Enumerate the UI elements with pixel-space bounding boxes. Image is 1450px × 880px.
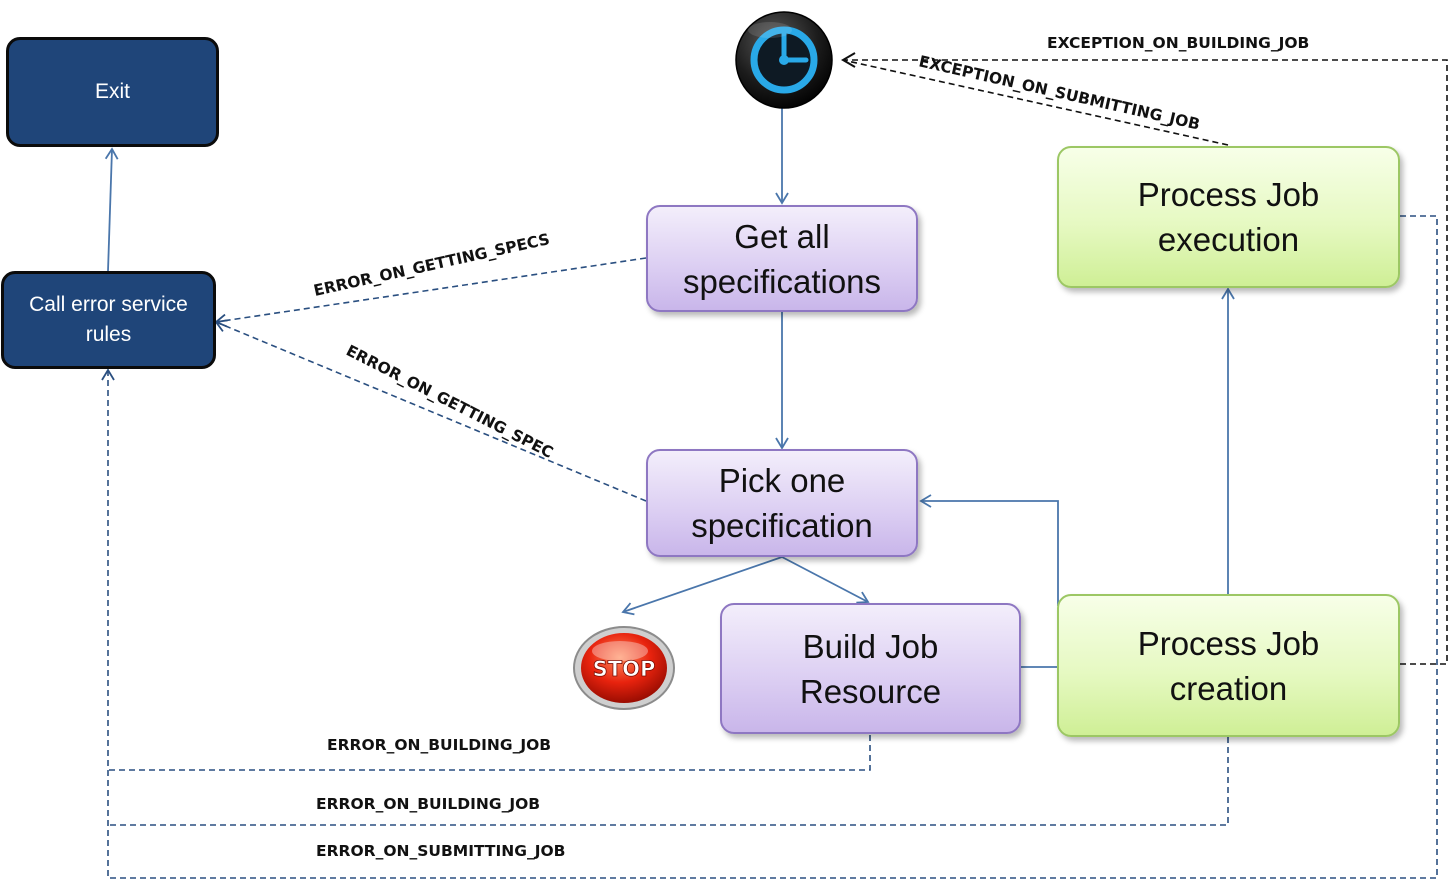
node-exit[interactable]: Exit xyxy=(6,37,219,147)
edge-creation-to-pick-one xyxy=(919,494,1059,606)
clock-icon xyxy=(735,11,833,109)
label-error-on-getting-spec: ERROR_ON_GETTING_SPEC xyxy=(343,342,556,462)
node-process-job-creation[interactable]: Process Job creation xyxy=(1057,594,1400,737)
edge-pick-one-to-stop xyxy=(621,556,783,616)
label-error-on-submitting-job: ERROR_ON_SUBMITTING_JOB xyxy=(316,842,566,860)
edge-build-job-error xyxy=(108,735,871,771)
node-get-all-specifications[interactable]: Get all specifications xyxy=(646,205,918,312)
node-process-job-execution[interactable]: Process Job execution xyxy=(1057,146,1400,288)
stop-sign-text: STOP xyxy=(593,657,656,681)
edge-execution-error xyxy=(101,215,1438,879)
edge-pick-one-error xyxy=(214,319,647,502)
edge-get-all-error xyxy=(214,257,647,328)
node-pick-one-specification[interactable]: Pick one specification xyxy=(646,449,918,557)
edge-execution-exception xyxy=(842,59,1229,146)
node-build-job-resource[interactable]: Build Job Resource xyxy=(720,603,1021,734)
edge-call-error-to-exit xyxy=(104,147,119,272)
edge-creation-error xyxy=(108,737,1229,826)
stop-sign-icon: STOP xyxy=(573,626,675,710)
label-exception-on-building-job: EXCEPTION_ON_BUILDING_JOB xyxy=(1047,34,1310,52)
edge-pick-one-to-build-job xyxy=(781,556,870,604)
label-error-on-getting-specs: ERROR_ON_GETTING_SPECS xyxy=(312,230,551,300)
edge-creation-exception xyxy=(841,52,1448,665)
label-error-on-building-job-2: ERROR_ON_BUILDING_JOB xyxy=(316,795,541,813)
node-call-error-service-rules[interactable]: Call error service rules xyxy=(1,271,216,369)
label-exception-on-submitting-job: EXCEPTION_ON_SUBMITTING_JOB xyxy=(917,52,1202,133)
label-error-on-building-job-1: ERROR_ON_BUILDING_JOB xyxy=(327,736,552,754)
